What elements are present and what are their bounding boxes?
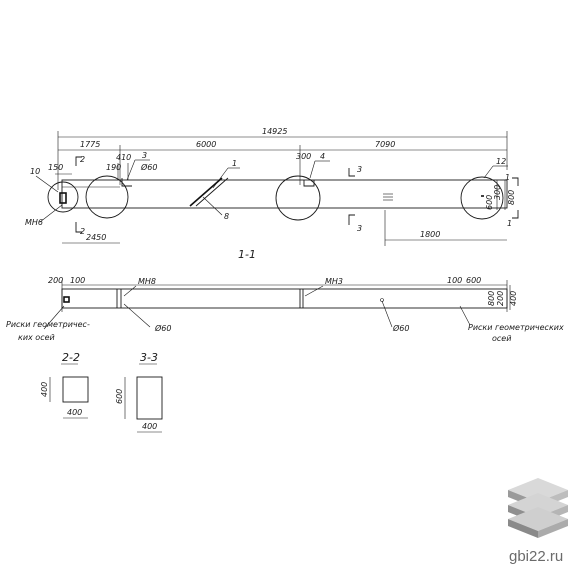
- height-600: 600: [485, 195, 494, 210]
- height-800: 800: [507, 190, 516, 205]
- axis-note-left-2: ких осей: [18, 333, 55, 342]
- brand-text: gbi22.ru: [509, 548, 563, 565]
- dim-300: 300: [296, 152, 311, 161]
- plan-embed-mn8: МН8: [138, 277, 156, 286]
- section-label-1-1: 1-1: [238, 248, 256, 261]
- plan-dim-200: 200: [48, 276, 63, 285]
- detail-circle-middle: [275, 175, 321, 221]
- embed-plate-left: [59, 192, 67, 204]
- plan-height-800: 800: [487, 291, 496, 306]
- plan-dim-600: 600: [466, 276, 481, 285]
- cut-2-top: 2: [80, 155, 85, 164]
- plan-embed-mn3: МН3: [325, 277, 343, 286]
- cut-mark-2-bottom: [75, 222, 82, 233]
- cut-mark-1-top: [512, 177, 519, 186]
- section-2-2-shape: [62, 376, 89, 403]
- dim-1800: 1800: [420, 230, 440, 239]
- dim-segment-1: 1775: [80, 140, 100, 149]
- section-3-3-title: 3-3: [140, 351, 158, 364]
- callout-1-right: 1: [505, 173, 510, 182]
- callout-3: 3: [142, 151, 147, 160]
- dim-segment-2: 6000: [196, 140, 216, 149]
- plan-hole-left: Ø60: [154, 323, 171, 333]
- detail-circle-right: [460, 176, 504, 220]
- dim-150: 150: [48, 163, 63, 172]
- beam-elevation: 14925 1775 6000 7090 МН6 10 150 2 2: [25, 127, 519, 261]
- dim-2450: 2450: [86, 233, 106, 242]
- callout-4: 4: [320, 152, 325, 161]
- callout-12: 12: [496, 157, 506, 166]
- section-2-2-title: 2-2: [62, 351, 80, 364]
- cut-mark-3-top: [348, 168, 355, 177]
- cut-mark-3-bottom: [348, 214, 355, 225]
- dim-total-length: 14925: [262, 127, 287, 136]
- callout-8: 8: [224, 212, 229, 221]
- dim-410: 410: [116, 153, 131, 162]
- plan-dim-100-left: 100: [70, 276, 85, 285]
- hole-diameter: Ø60: [140, 162, 157, 172]
- axis-note-right-2: осей: [492, 334, 511, 343]
- detail-circle-left: [85, 175, 129, 219]
- section-3-3-width: 400: [142, 422, 157, 431]
- beam-body: [61, 179, 508, 209]
- height-300: 300: [493, 185, 502, 200]
- joint-detail: [303, 180, 315, 187]
- bracket-detail: [121, 178, 132, 187]
- callout-1: 1: [232, 159, 237, 168]
- plan-height-200: 200: [496, 291, 505, 306]
- cut-mark-1-bottom: [512, 210, 519, 219]
- plan-embed-end: [63, 296, 70, 303]
- section-2-2-height: 400: [40, 382, 49, 397]
- cut-mark-2-top: [75, 156, 82, 166]
- hole-mark: [380, 298, 384, 302]
- cut-3-bottom: 3: [357, 224, 362, 233]
- section-2-2: 2-2 400 400: [40, 351, 89, 419]
- stacked-slabs-logo-icon: [508, 478, 568, 538]
- cut-3-top: 3: [357, 165, 362, 174]
- beam-plan: 200 100 100 600 МН8 МН3 Ø60 Ø60 Риски ге…: [6, 276, 564, 343]
- cut-2-bottom: 2: [80, 227, 85, 236]
- section-3-3: 3-3 600 400: [115, 351, 163, 433]
- callout-10: 10: [30, 167, 40, 176]
- callout-1-right-b: 1: [507, 219, 512, 228]
- plan-dim-100-right: 100: [447, 276, 462, 285]
- section-3-3-height: 600: [115, 389, 124, 404]
- diagonal-bar: [189, 177, 223, 207]
- axis-note-right-1: Риски геометрических: [468, 323, 564, 332]
- embed-left-label: МН6: [25, 218, 43, 227]
- plan-hole-right: Ø60: [392, 323, 409, 333]
- section-3-3-shape: [136, 376, 163, 420]
- dim-segment-3: 7090: [375, 140, 395, 149]
- section-2-2-width: 400: [67, 408, 82, 417]
- dim-190: 190: [106, 163, 121, 172]
- plan-height-400: 400: [509, 291, 518, 306]
- detail-circle-end: [47, 181, 79, 213]
